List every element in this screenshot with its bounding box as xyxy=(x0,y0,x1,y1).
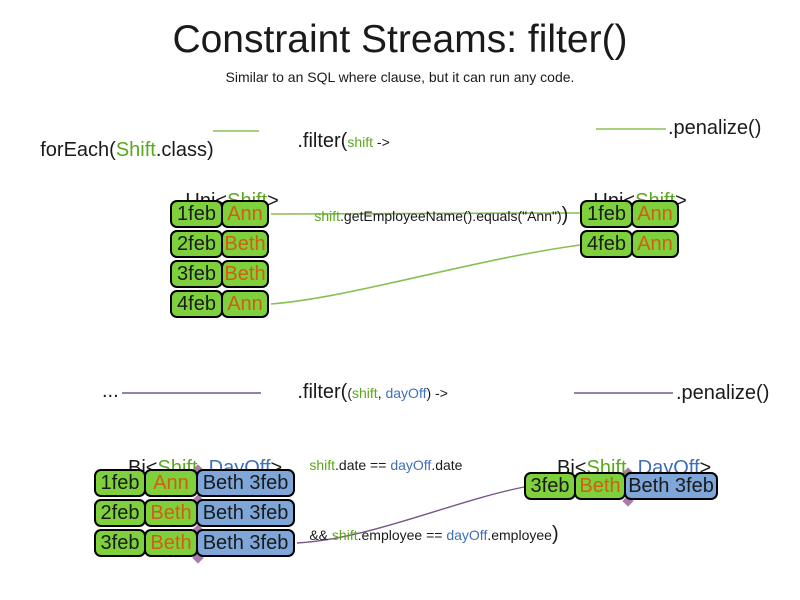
code-fragment: && xyxy=(309,527,332,543)
header-fragment: > xyxy=(270,457,283,479)
table-row: 2feb Beth Beth 3feb xyxy=(94,499,295,527)
code-filter-2: .filter((shift, dayOff) -> shift.date ==… xyxy=(264,355,559,568)
shift-date-cell: 4feb xyxy=(170,290,223,318)
shift-employee-cell: Beth xyxy=(574,472,626,500)
bi-left-table: 1feb Ann Beth 3feb 2feb Beth Beth 3feb 3… xyxy=(94,469,295,559)
table-row: 4feb Ann xyxy=(580,230,679,258)
page-subtitle: Similar to an SQL where clause, but it c… xyxy=(225,69,575,85)
code-fragment-shift-var: shift xyxy=(314,208,341,224)
filter2-signature: .filter((shift, dayOff) -> xyxy=(264,355,559,430)
uni-left-table: 1feb Ann 2feb Beth 3feb Beth 4feb Ann xyxy=(170,200,269,320)
shift-date-cell: 3feb xyxy=(524,472,576,500)
shift-date-cell: 1feb xyxy=(580,200,633,228)
shift-employee-cell: Ann xyxy=(221,200,269,228)
shift-date-cell: 2feb xyxy=(170,230,223,258)
dayoff-cell: Beth 3feb xyxy=(196,469,295,497)
code-fragment-dayoff-param: dayOff xyxy=(385,385,427,401)
code-fragment: .filter( xyxy=(297,381,348,403)
filter1-signature: .filter(shift -> xyxy=(264,104,568,179)
code-fragment: ) xyxy=(561,204,569,226)
code-filter-1: .filter(shift -> shift.getEmployeeName()… xyxy=(264,104,568,249)
code-fragment: ) xyxy=(551,523,559,545)
code-fragment: .date xyxy=(431,457,463,473)
table-row: 1feb Ann xyxy=(170,200,269,228)
header-fragment: , xyxy=(197,457,209,479)
code-fragment: , xyxy=(377,385,386,401)
table-row: 2feb Beth xyxy=(170,230,269,258)
header-fragment: > xyxy=(267,190,279,212)
shift-employee-cell: Ann xyxy=(221,290,269,318)
code-fragment: .class) xyxy=(155,139,214,161)
filter2-body-line1: shift.date == dayOff.date xyxy=(286,434,559,497)
bi-right-table: 3feb Beth Beth 3feb xyxy=(524,472,718,502)
shift-employee-cell: Ann xyxy=(631,230,679,258)
connector-row-4feb xyxy=(270,244,581,305)
code-fragment: ( xyxy=(347,385,353,401)
code-fragment: ) xyxy=(426,385,432,401)
shift-employee-cell: Ann xyxy=(631,200,679,228)
shift-employee-cell: Ann xyxy=(144,469,198,497)
code-penalize-1: .penalize() xyxy=(668,117,762,139)
shift-employee-cell: Beth xyxy=(144,529,198,557)
shift-date-cell: 4feb xyxy=(580,230,633,258)
table-row: 4feb Ann xyxy=(170,290,269,318)
code-fragment: -> xyxy=(431,385,448,401)
code-fragment-shift-param: shift xyxy=(352,385,378,401)
code-fragment-shift-param: shift xyxy=(347,134,374,150)
table-row: 3feb Beth xyxy=(170,260,269,288)
code-foreach: forEach(Shift.class) xyxy=(18,113,214,188)
shift-date-cell: 2feb xyxy=(94,499,146,527)
table-row: 3feb Beth Beth 3feb xyxy=(94,529,295,557)
header-fragment: > xyxy=(675,190,687,212)
page-title: Constraint Streams: filter() xyxy=(172,18,628,61)
code-fragment-shift-type: Shift xyxy=(115,139,156,161)
filter2-body-line2: && shift.employee == dayOff.employee) xyxy=(286,501,559,568)
header-fragment: > xyxy=(699,457,712,479)
shift-date-cell: 3feb xyxy=(170,260,223,288)
shift-employee-cell: Beth xyxy=(221,260,269,288)
code-source-dots: ... xyxy=(102,380,119,402)
table-row: 3feb Beth Beth 3feb xyxy=(524,472,718,500)
dayoff-cell: Beth 3feb xyxy=(196,499,295,527)
code-fragment: .date == xyxy=(335,457,391,473)
code-fragment: .filter( xyxy=(297,130,348,152)
code-fragment: forEach( xyxy=(40,139,116,161)
code-fragment: .employee xyxy=(487,527,552,543)
shift-date-cell: 1feb xyxy=(94,469,146,497)
uni-right-table: 1feb Ann 4feb Ann xyxy=(580,200,679,260)
shift-date-cell: 1feb xyxy=(170,200,223,228)
code-fragment: .employee == xyxy=(357,527,447,543)
header-fragment: , xyxy=(626,457,638,479)
code-penalize-2: .penalize() xyxy=(676,382,770,404)
shift-date-cell: 3feb xyxy=(94,529,146,557)
shift-employee-cell: Beth xyxy=(221,230,269,258)
code-fragment-shift-var: shift xyxy=(331,527,358,543)
table-row: 1feb Ann xyxy=(580,200,679,228)
dayoff-cell: Beth 3feb xyxy=(196,529,295,557)
table-row: 1feb Ann Beth 3feb xyxy=(94,469,295,497)
filter1-body: shift.getEmployeeName().equals("Ann")) xyxy=(291,182,568,249)
code-fragment: .getEmployeeName().equals("Ann") xyxy=(340,208,562,224)
shift-employee-cell: Beth xyxy=(144,499,198,527)
dayoff-cell: Beth 3feb xyxy=(624,472,718,500)
code-fragment-dayoff-var: dayOff xyxy=(390,457,432,473)
code-fragment-shift-var: shift xyxy=(309,457,336,473)
code-fragment: -> xyxy=(373,134,390,150)
code-fragment-dayoff-var: dayOff xyxy=(446,527,488,543)
